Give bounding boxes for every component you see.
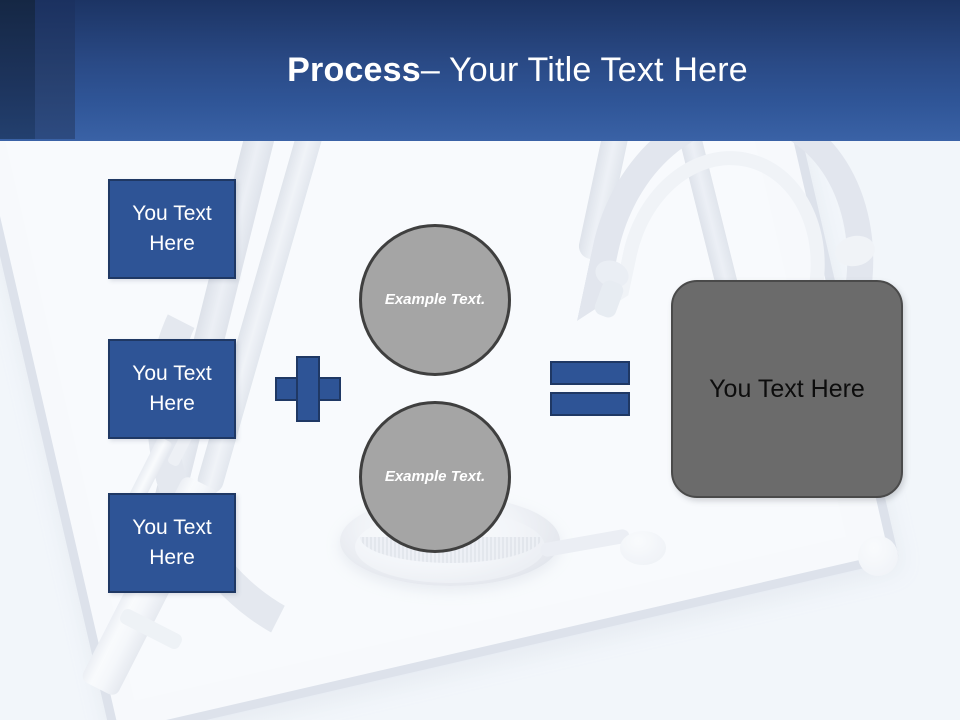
input-box-3[interactable]: You Text Here [108,493,236,593]
white-cap-b [858,536,898,576]
plus-icon-center [298,379,318,399]
header-band-dark [0,0,35,141]
page-title-rest: – Your Title Text Here [420,51,748,89]
header-band-mid [35,0,75,141]
slide-header: Process – Your Title Text Here [0,0,960,141]
example-circle-1[interactable]: Example Text. [359,224,511,376]
equals-icon-bottom-bar [550,392,630,416]
example-circle-2[interactable]: Example Text. [359,401,511,553]
plus-icon [275,356,341,422]
white-cap-a [620,531,666,565]
input-box-1[interactable]: You Text Here [108,179,236,279]
input-box-2[interactable]: You Text Here [108,339,236,439]
page-title: Process – Your Title Text Here [75,0,960,141]
equals-icon-top-bar [550,361,630,385]
equals-icon [550,361,630,416]
header-underline [0,139,960,141]
page-title-bold: Process [287,51,421,89]
result-box[interactable]: You Text Here [671,280,903,498]
